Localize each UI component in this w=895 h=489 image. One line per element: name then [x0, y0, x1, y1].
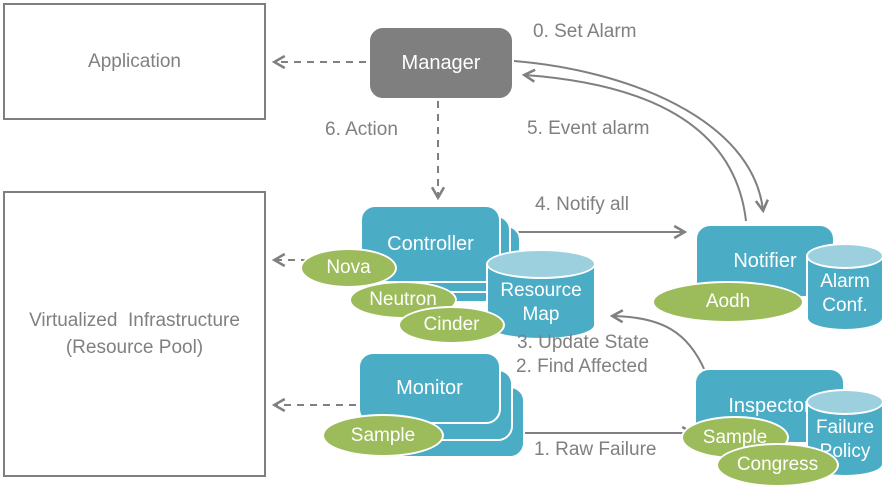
sample-monitor-label: Sample: [350, 424, 416, 446]
cinder-ellipse: Cinder: [398, 306, 505, 344]
label-action: 6. Action: [325, 119, 398, 140]
virtualized-infrastructure-box: Virtualized Infrastructure (Resource Poo…: [3, 191, 266, 477]
aodh-ellipse: Aodh: [652, 281, 804, 323]
controller-label: Controller: [387, 232, 474, 255]
alarm-conf-label-line1: Alarm: [820, 271, 870, 292]
label-event-alarm: 5. Event alarm: [527, 118, 650, 139]
congress-label: Congress: [736, 454, 819, 475]
resource-map-label-line1: Resource: [500, 280, 582, 301]
aodh-label: Aodh: [705, 291, 751, 312]
alarm-conf-cylinder: Alarm Conf.: [806, 243, 884, 331]
alarm-conf-label-line2: Conf.: [822, 295, 868, 316]
sample-monitor-ellipse: Sample: [322, 414, 444, 457]
resource-map-label-line2: Map: [522, 304, 560, 325]
failure-policy-label-line1: Failure: [815, 417, 875, 438]
label-notify-all: 4. Notify all: [535, 194, 629, 215]
monitor-label: Monitor: [396, 376, 463, 399]
manager-node: Manager: [368, 26, 514, 100]
nova-ellipse: Nova: [300, 248, 397, 288]
arrow-set-alarm-curve: [513, 60, 763, 210]
application-label: Application: [88, 51, 181, 72]
nova-label: Nova: [326, 257, 371, 278]
resource-map-cylinder-top: [486, 249, 596, 279]
notifier-label: Notifier: [733, 249, 797, 272]
label-raw-failure: 1. Raw Failure: [534, 439, 657, 460]
arrow-update-state-curve: [613, 316, 706, 372]
sample-inspector-label: Sample: [702, 426, 768, 448]
virtualized-infrastructure-label: Virtualized Infrastructure (Resource Poo…: [29, 310, 240, 358]
manager-label: Manager: [401, 51, 481, 74]
monitor-node: Monitor: [358, 352, 501, 424]
neutron-label: Neutron: [369, 289, 437, 310]
application-box: Application: [3, 3, 266, 120]
failure-policy-cylinder-top: [806, 389, 884, 415]
inspector-label: Inspector: [728, 394, 811, 417]
congress-ellipse: Congress: [716, 443, 839, 487]
label-update-state: 3. Update State: [517, 332, 650, 353]
alarm-conf-cylinder-top: [806, 243, 884, 269]
label-find-affected: 2. Find Affected: [516, 356, 648, 377]
arrow-event-alarm-curve: [525, 75, 747, 222]
label-set-alarm: 0. Set Alarm: [533, 21, 637, 42]
cinder-label: Cinder: [423, 314, 480, 335]
